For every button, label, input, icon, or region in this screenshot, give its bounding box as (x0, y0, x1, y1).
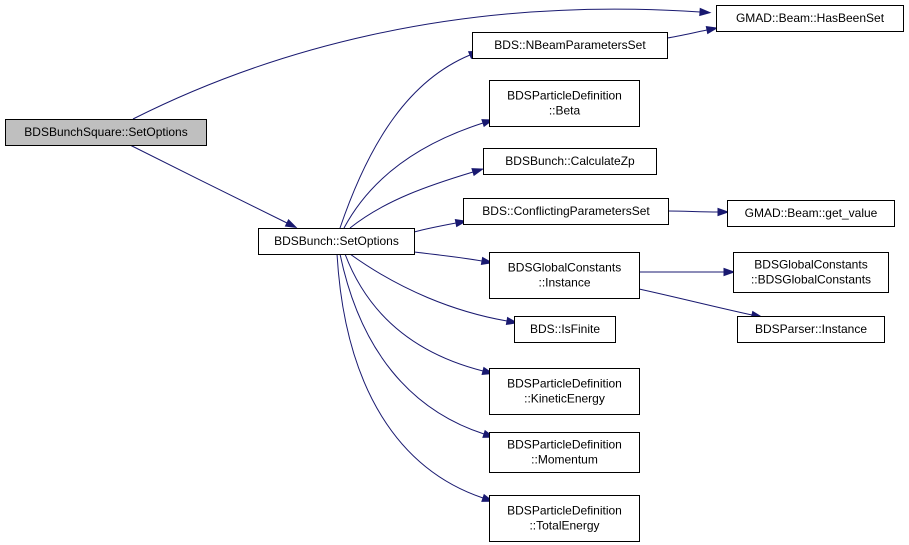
node-label: ::BDSGlobalConstants (751, 273, 871, 287)
node-box (727, 200, 895, 227)
node-bunchSetOptions[interactable]: BDSBunch::SetOptions (258, 228, 415, 255)
node-gcCtor[interactable]: BDSGlobalConstants::BDSGlobalConstants (733, 252, 889, 293)
node-label: ::Instance (538, 276, 590, 290)
node-label: BDSParticleDefinition (507, 504, 622, 518)
node-parserInstance[interactable]: BDSParser::Instance (737, 316, 885, 343)
node-getValue[interactable]: GMAD::Beam::get_value (727, 200, 895, 227)
arrowhead-calculateZp (471, 168, 485, 177)
node-box (489, 432, 640, 473)
node-hasBeenSet[interactable]: GMAD::Beam::HasBeenSet (716, 5, 904, 32)
edge-gcInstance-to-parserInstance (638, 288, 753, 316)
node-label: BDSParser::Instance (755, 322, 867, 336)
node-label: BDSParticleDefinition (507, 438, 622, 452)
node-box (489, 368, 640, 415)
node-nBeamParams[interactable]: BDS::NBeamParametersSet (472, 32, 668, 59)
node-box (733, 252, 889, 293)
edge-bunchSetOptions-to-kinetic (344, 253, 484, 372)
node-box (489, 495, 640, 542)
node-label: ::TotalEnergy (529, 519, 599, 533)
node-label: BDSBunch::SetOptions (274, 234, 399, 248)
edge-bunchSetOptions-to-gcInstance (413, 251, 483, 262)
edge-bunchSetOptions-to-conflicting (413, 222, 457, 233)
node-label: GMAD::Beam::HasBeenSet (736, 11, 885, 25)
node-momentum[interactable]: BDSParticleDefinition::Momentum (489, 432, 640, 473)
node-box (514, 316, 616, 343)
node-label: BDSBunchSquare::SetOptions (24, 125, 187, 139)
node-label: BDS::NBeamParametersSet (494, 38, 646, 52)
node-label: ::KineticEnergy (524, 392, 605, 406)
node-gcInstance[interactable]: BDSGlobalConstants::Instance (489, 252, 640, 299)
arrowhead-gcCtor (723, 267, 736, 277)
edge-conflicting-to-getValue (667, 210, 719, 213)
arrowhead-bunchSetOptions (284, 219, 298, 229)
node-box (463, 198, 669, 225)
node-totalEnergy[interactable]: BDSParticleDefinition::TotalEnergy (489, 495, 640, 542)
node-box (483, 148, 657, 175)
edge-bunchSetOptions-to-momentum (339, 253, 485, 435)
edge-squareSetOptions-to-hasBeenSet (132, 8, 701, 120)
node-label: BDS::IsFinite (530, 322, 600, 336)
node-label: GMAD::Beam::get_value (745, 206, 878, 220)
arrowhead-hasBeenSet (705, 25, 719, 35)
node-kinetic[interactable]: BDSParticleDefinition::KineticEnergy (489, 368, 640, 415)
node-box (258, 228, 415, 255)
node-label: ::Beta (549, 104, 581, 118)
node-label: BDSParticleDefinition (507, 89, 622, 103)
function-nodes: BDSBunchSquare::SetOptionsBDSBunch::SetO… (5, 5, 904, 542)
node-label: BDSParticleDefinition (507, 377, 622, 391)
edge-bunchSetOptions-to-calculateZp (349, 171, 474, 229)
node-box (716, 5, 904, 32)
node-box (737, 316, 885, 343)
node-label: BDSGlobalConstants (508, 261, 621, 275)
edge-bunchSetOptions-to-nBeamParams (339, 54, 471, 229)
arrowhead-getValue (717, 207, 730, 217)
edge-squareSetOptions-to-bunchSetOptions (129, 144, 288, 224)
node-label: BDSBunch::CalculateZp (505, 154, 635, 168)
node-label: BDSGlobalConstants (754, 258, 867, 272)
arrowhead-hasBeenSet (699, 7, 712, 17)
node-calculateZp[interactable]: BDSBunch::CalculateZp (483, 148, 657, 175)
edge-bunchSetOptions-to-totalEnergy (336, 253, 484, 499)
node-box (489, 80, 640, 127)
edge-bunchSetOptions-to-beta (343, 122, 484, 229)
node-squareSetOptions[interactable]: BDSBunchSquare::SetOptions (5, 119, 207, 146)
node-beta[interactable]: BDSParticleDefinition::Beta (489, 80, 640, 127)
node-box (5, 119, 207, 146)
node-box (489, 252, 640, 299)
node-label: ::Momentum (531, 453, 598, 467)
node-isFinite[interactable]: BDS::IsFinite (514, 316, 616, 343)
call-edges (129, 7, 764, 502)
edge-nBeamParams-to-hasBeenSet (666, 29, 708, 39)
node-conflicting[interactable]: BDS::ConflictingParametersSet (463, 198, 669, 225)
node-box (472, 32, 668, 59)
edge-bunchSetOptions-to-isFinite (349, 253, 508, 322)
node-label: BDS::ConflictingParametersSet (482, 204, 650, 218)
